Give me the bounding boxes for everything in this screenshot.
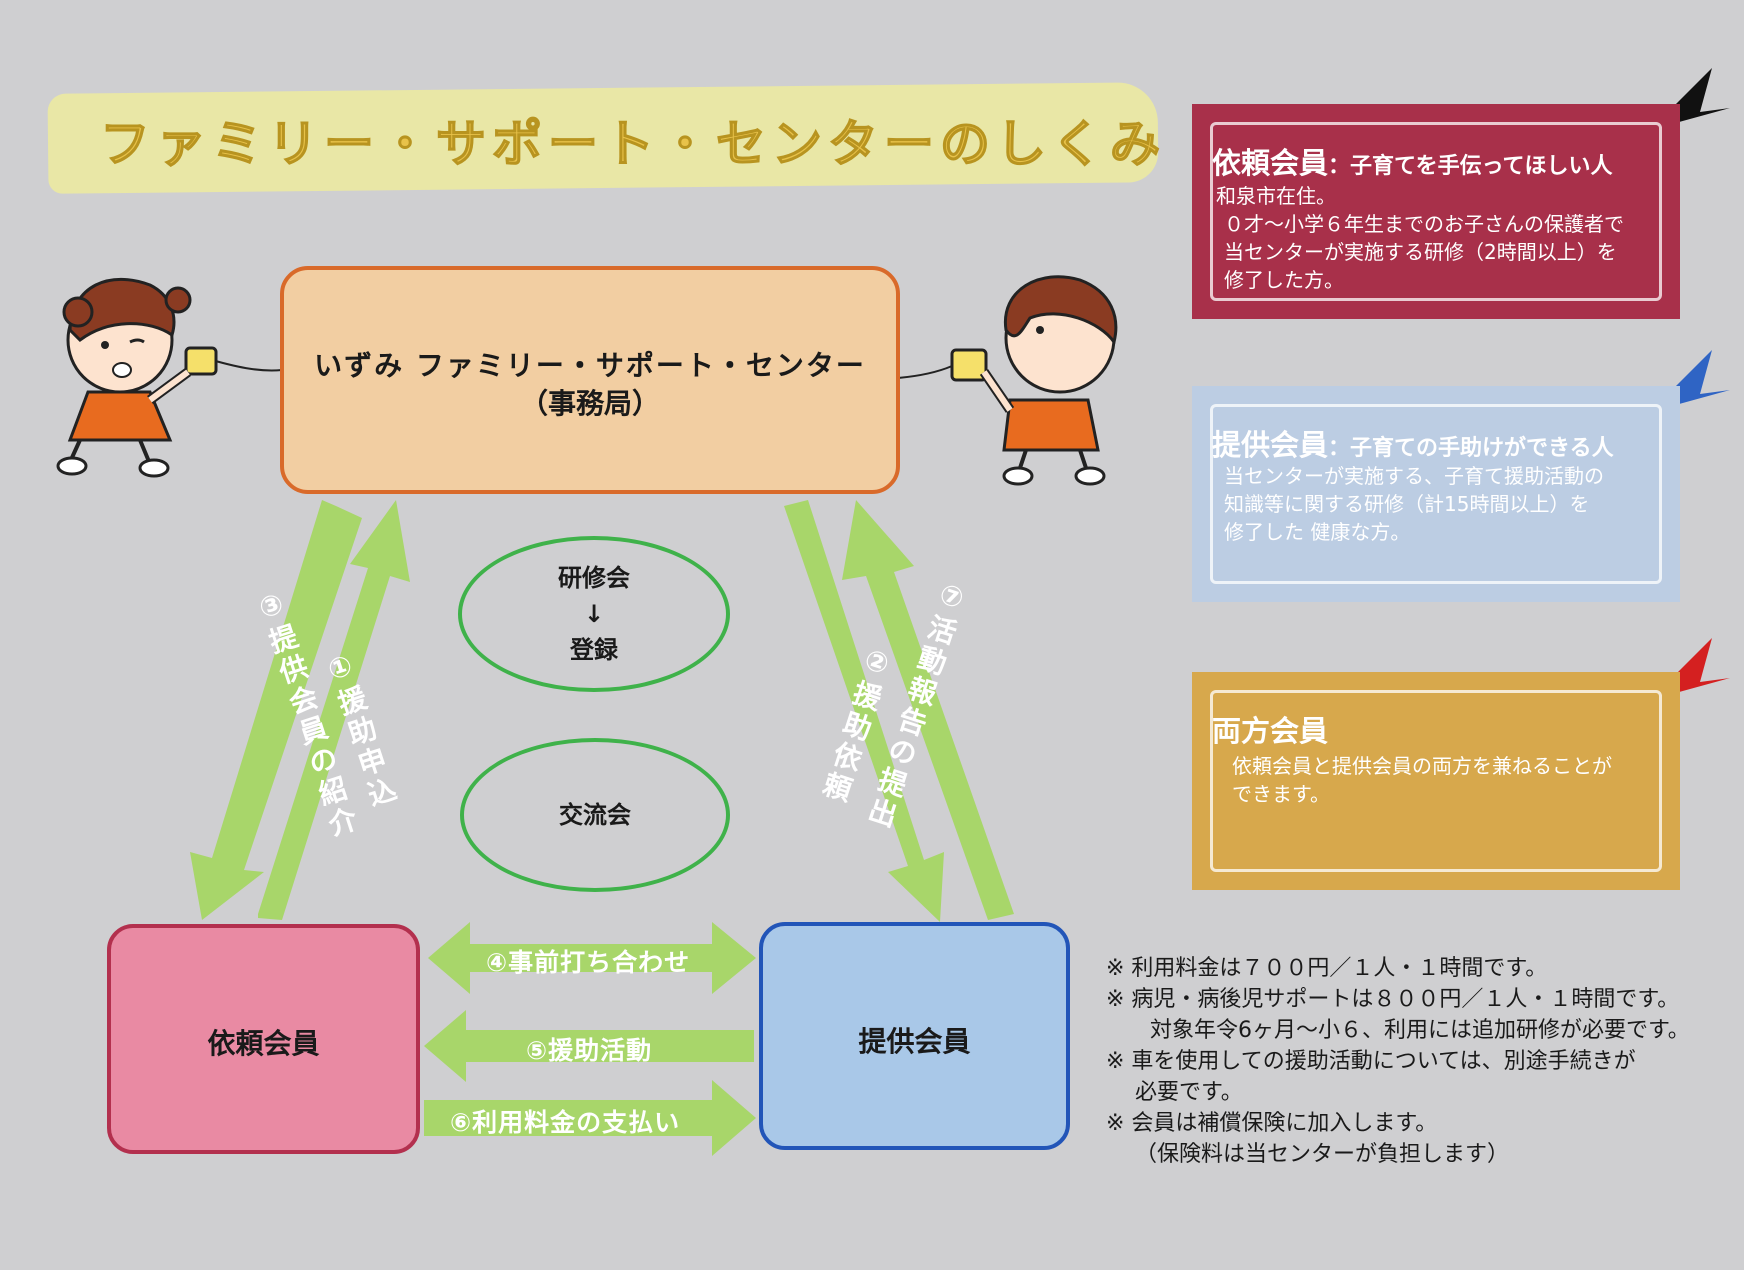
provider-member-panel: 提供会員：子育ての手助けができる人 当センターが実施する、子育て援助活動の 知識…	[1192, 386, 1680, 602]
arrow-1-shape	[258, 500, 410, 920]
page-title: ファミリー・サポート・センターのしくみ	[99, 114, 1166, 174]
client-member-panel: 依頼会員：子育てを手伝ってほしい人 和泉市在住。 ０才〜小学６年生までのお子さん…	[1192, 104, 1680, 319]
provider-panel-line: 当センターが実施する、子育て援助活動の	[1224, 464, 1604, 488]
exchange-label: 交流会	[559, 801, 631, 829]
center-name: いずみ ファミリー・サポート・センター	[314, 349, 866, 382]
note-line: ※ 利用料金は７００円／１人・１時間です。	[1106, 956, 1548, 981]
panel-frame	[1210, 690, 1662, 872]
client-member-label: 依頼会員	[207, 1027, 320, 1060]
phone-cord-right	[897, 365, 953, 379]
panel-frame	[1210, 404, 1662, 584]
note-line: ※ 会員は補償保険に加入します。	[1106, 1111, 1438, 1136]
note-line: ※ 病児・病後児サポートは８００円／１人・１時間です。	[1106, 987, 1680, 1012]
note-line: ※ 車を使用しての援助活動については、別途手続きが	[1106, 1049, 1636, 1074]
arrow-4-shape	[428, 922, 756, 994]
both-panel-line: できます。	[1232, 782, 1330, 806]
fee-notes: ※ 利用料金は７００円／１人・１時間です。 ※ 病児・病後児サポートは８００円／…	[1106, 953, 1690, 1170]
training-arrow: ↓	[583, 600, 605, 628]
client-panel-subtitle: ：子育てを手伝ってほしい人	[1328, 154, 1613, 179]
panel-frame	[1210, 122, 1662, 301]
arrow-7-shape	[842, 500, 1014, 920]
both-panel-body: 依頼会員と提供会員の両方を兼ねることが できます。	[1232, 752, 1612, 808]
center-subtitle: （事務局）	[519, 387, 660, 420]
both-member-panel: 両方会員 依頼会員と提供会員の両方を兼ねることが できます。	[1192, 672, 1680, 890]
provider-panel-body: 当センターが実施する、子育て援助活動の 知識等に関する研修（計15時間以上）を …	[1224, 462, 1604, 546]
arrow-2-shape	[784, 500, 944, 922]
training-oval-text: 研修会 ↓ 登録	[458, 560, 730, 668]
registration-label: 登録	[570, 636, 618, 664]
client-panel-title: 依頼会員	[1212, 146, 1329, 180]
arrow-3-shape	[190, 500, 362, 920]
both-panel-line: 依頼会員と提供会員の両方を兼ねることが	[1232, 754, 1612, 778]
phone-cord-left	[211, 359, 283, 372]
provider-panel-subtitle: ：子育ての手助けができる人	[1328, 436, 1614, 461]
note-line: 対象年令6ヶ月〜小６、利用には追加研修が必要です。	[1106, 1018, 1690, 1043]
client-panel-line: 当センターが実施する研修（2時間以上）を	[1224, 240, 1617, 264]
provider-panel-line: 知識等に関する研修（計15時間以上）を	[1224, 492, 1590, 516]
client-panel-body: 和泉市在住。 ０才〜小学６年生までのお子さんの保護者で 当センターが実施する研修…	[1216, 182, 1624, 294]
arrow-4-label: ④事前打ち合わせ	[486, 948, 691, 977]
client-panel-heading: 依頼会員：子育てを手伝ってほしい人	[1212, 140, 1612, 182]
child-boy-illustration	[950, 275, 1118, 486]
exchange-oval	[460, 738, 730, 892]
child-girl-illustration	[56, 277, 218, 478]
client-panel-line: 和泉市在住。	[1216, 184, 1336, 208]
provider-member-box	[759, 922, 1070, 1150]
note-line: 必要です。	[1106, 1080, 1243, 1105]
arrow-5-shape	[424, 1010, 754, 1082]
provider-member-label: 提供会員	[858, 1025, 971, 1058]
center-office-box	[280, 266, 900, 494]
client-panel-line: ０才〜小学６年生までのお子さんの保護者で	[1224, 212, 1624, 236]
training-label: 研修会	[558, 564, 630, 592]
both-panel-title: 両方会員	[1212, 714, 1329, 748]
provider-panel-title: 提供会員	[1212, 428, 1329, 462]
client-member-box	[107, 924, 420, 1154]
arrow-6-shape	[424, 1080, 756, 1156]
arrow-5-label: ⑤援助活動	[526, 1036, 653, 1065]
training-oval	[458, 536, 730, 692]
provider-panel-line: 修了した 健康な方。	[1224, 520, 1411, 544]
arrow-6-label: ⑥利用料金の支払い	[450, 1108, 681, 1137]
client-panel-line: 修了した方。	[1224, 268, 1344, 292]
provider-panel-heading: 提供会員：子育ての手助けができる人	[1212, 422, 1614, 464]
note-line: （保険料は当センターが負担します）	[1106, 1142, 1509, 1167]
